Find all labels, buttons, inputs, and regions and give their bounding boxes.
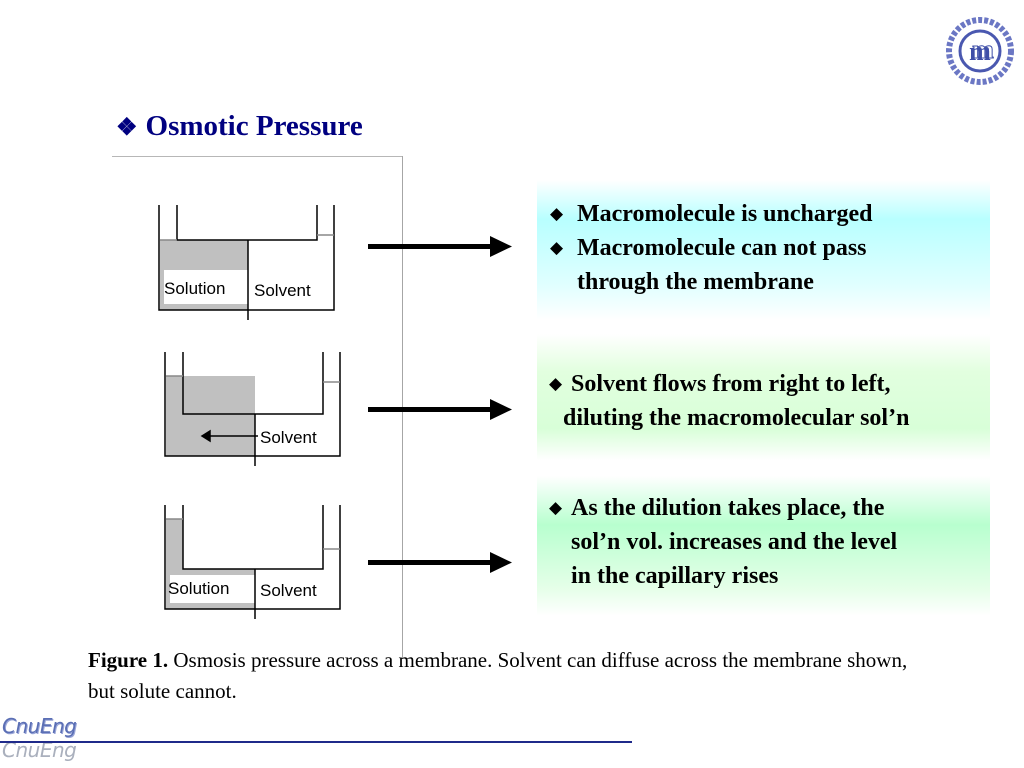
figure-caption: Figure 1. Osmosis pressure across a memb… [88, 645, 918, 707]
seal-letters: m [969, 37, 991, 66]
diamond-bullet-icon: ◆ [549, 374, 563, 393]
panel-bullet-item: ◆ Solvent flows from right to left, [549, 367, 990, 401]
slide-title: ❖ Osmotic Pressure [116, 110, 363, 143]
solvent-label: Solvent [260, 428, 317, 447]
panel-item-continuation: diluting the macromolecular sol’n [549, 401, 990, 435]
title-underline [112, 156, 402, 157]
info-panel-macromolecule: ◆ Macromolecule is uncharged ◆ Macromole… [537, 180, 990, 320]
svg-text:m: m [972, 35, 994, 64]
right-arrow-icon [368, 552, 512, 573]
right-arrow-icon [368, 236, 512, 257]
panel-item-text: sol’n vol. increases and the level [571, 529, 898, 555]
caption-text: Osmosis pressure across a membrane. Solv… [88, 648, 908, 703]
panel-bullet-item: ◆ Macromolecule is uncharged [547, 197, 990, 231]
caption-label: Figure 1. [88, 648, 169, 672]
solution-label: Solution [164, 279, 225, 298]
info-panel-dilution: ◆ As the dilution takes place, the sol’n… [537, 476, 990, 616]
wordmark-text: CnuEng [2, 714, 77, 738]
solvent-label: Solvent [260, 581, 317, 600]
right-arrow-icon [368, 399, 512, 420]
diamond-bullet-icon: ◆ [549, 498, 563, 517]
panel-item-text: As the dilution takes place, the [571, 495, 885, 521]
panel-item-text: Macromolecule can not pass [577, 235, 867, 261]
panel-item-text: diluting the macromolecular sol’n [563, 405, 910, 431]
info-panel-solvent-flow: ◆ Solvent flows from right to left, dilu… [537, 334, 990, 460]
panel-item-continuation: through the membrane [547, 265, 990, 299]
diamond-bullet-icon: ◆ [550, 204, 564, 223]
title-text: Osmotic Pressure [145, 110, 363, 142]
beaker-diagram-solvent-flow: Solvent [164, 352, 341, 466]
title-bullet-icon: ❖ [116, 115, 138, 141]
diamond-bullet-icon: ◆ [550, 238, 564, 257]
beaker-diagram-initial: Solution Solvent [158, 205, 335, 320]
panel-bullet-item: ◆ Macromolecule can not pass [547, 231, 990, 265]
footer-rule [0, 741, 632, 743]
panel-item-text: in the capillary rises [571, 563, 779, 589]
panel-item-text: Solvent flows from right to left, [571, 371, 891, 397]
beaker-diagram-equilibrium: Solution Solvent [164, 505, 341, 619]
panel-item-text: Macromolecule is uncharged [577, 201, 873, 227]
panel-item-continuation: in the capillary rises [549, 559, 990, 593]
university-seal-logo: m m [946, 17, 1014, 85]
panel-bullet-item: ◆ As the dilution takes place, the [549, 491, 990, 525]
solvent-label: Solvent [254, 281, 311, 300]
cnueng-wordmark-logo: CnuEng CnuEng [2, 712, 94, 764]
panel-item-continuation: sol’n vol. increases and the level [549, 525, 990, 559]
solution-label: Solution [168, 579, 229, 598]
panel-item-text: through the membrane [577, 269, 814, 295]
